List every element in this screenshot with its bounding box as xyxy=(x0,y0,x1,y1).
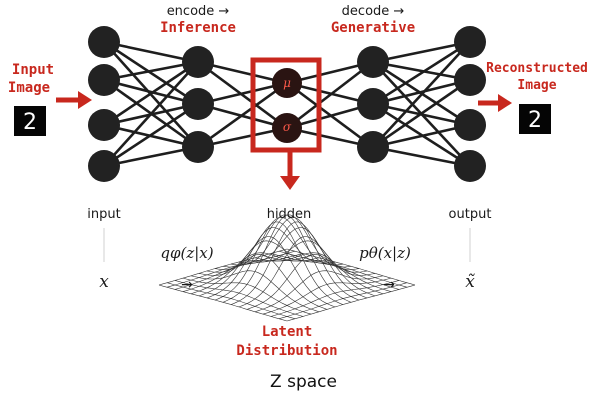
output-arrow-head xyxy=(498,94,512,112)
network-edge xyxy=(103,40,199,106)
network-node xyxy=(88,109,120,141)
network-node xyxy=(454,64,486,96)
encoder-arrow: → xyxy=(181,277,193,293)
network-edge xyxy=(103,102,199,168)
input-digit-glyph: 2 xyxy=(23,110,37,135)
input-arrow-head xyxy=(78,91,92,109)
network-node xyxy=(88,64,120,96)
input-digit-image xyxy=(14,106,46,136)
network-edge xyxy=(372,123,471,149)
network-node xyxy=(182,131,214,163)
surface-grid-line xyxy=(222,214,352,303)
surface-grid-line xyxy=(206,236,336,308)
decoder-arrow: → xyxy=(383,277,395,293)
network-edge xyxy=(372,78,471,106)
input-image-label-line2: Image xyxy=(8,80,50,96)
latent-distribution-surface xyxy=(158,214,416,322)
decoder-distribution: pθ(x|z) xyxy=(359,244,411,262)
network-node xyxy=(182,46,214,78)
x-tilde-variable: x̃ xyxy=(465,272,475,292)
decode-label: decode → xyxy=(342,4,405,19)
network-node xyxy=(357,88,389,120)
x-variable: x xyxy=(99,272,109,292)
surface-grid-line xyxy=(166,282,296,319)
network-node xyxy=(182,88,214,120)
surface-grid-line xyxy=(262,277,392,315)
network-edge xyxy=(286,60,374,130)
network-edge xyxy=(372,145,471,168)
latent-label-line2: Distribution xyxy=(236,343,337,359)
surface-grid-line xyxy=(278,282,408,319)
surface-grid-line xyxy=(198,253,328,310)
network-edge xyxy=(103,60,199,127)
mu-symbol: μ xyxy=(283,76,291,90)
network-edge xyxy=(197,60,288,130)
surface-grid-line xyxy=(158,284,288,322)
network-node xyxy=(454,109,486,141)
latent-highlight-box xyxy=(250,57,322,153)
generative-label: Generative xyxy=(331,20,415,36)
network-node xyxy=(88,150,120,182)
surface-grid-line xyxy=(254,270,384,313)
surface-grid-line xyxy=(222,214,352,303)
hidden-layer-label: hidden xyxy=(267,207,312,222)
output-digit-glyph: 2 xyxy=(528,108,542,133)
network-edge xyxy=(372,40,471,64)
input-image-label-line1: Input xyxy=(12,62,54,78)
network-node xyxy=(454,150,486,182)
inference-label: Inference xyxy=(160,20,236,36)
network-edge xyxy=(103,61,199,167)
encoder-distribution: qφ(z|x) xyxy=(160,244,213,262)
network-edge xyxy=(372,78,471,149)
latent-node xyxy=(272,113,302,143)
input-layer-label: input xyxy=(87,207,120,222)
reconstructed-image-label-line2: Image xyxy=(517,78,556,93)
network-edge xyxy=(372,60,471,82)
surface-grid-line xyxy=(238,236,368,308)
output-layer-label: output xyxy=(449,207,492,222)
surface-grid-line xyxy=(246,253,376,310)
sigma-symbol: σ xyxy=(283,120,292,134)
network-edge xyxy=(372,41,471,148)
network-node xyxy=(357,131,389,163)
surface-grid-line xyxy=(270,280,400,317)
z-space-caption: Z space xyxy=(270,372,337,392)
network-node xyxy=(357,46,389,78)
network-node xyxy=(454,26,486,58)
surface-grid-line xyxy=(190,270,320,313)
latent-label-line1: Latent xyxy=(262,324,313,340)
network-node xyxy=(88,26,120,58)
latent-down-arrow-head xyxy=(280,176,300,190)
surface-grid-line xyxy=(182,277,312,315)
network-edge xyxy=(372,40,471,106)
surface-grid-line xyxy=(174,280,304,317)
surface-grid-line xyxy=(230,221,360,305)
surface-grid-line xyxy=(214,221,344,305)
surface-grid-line xyxy=(286,284,416,322)
network-nodes xyxy=(88,26,486,182)
encode-label: encode → xyxy=(167,4,230,19)
network-edge xyxy=(103,40,199,64)
latent-node xyxy=(272,68,302,98)
network-edge xyxy=(197,81,288,149)
output-digit-image xyxy=(519,104,551,134)
reconstructed-image-label-line1: Reconstructed xyxy=(486,61,588,76)
